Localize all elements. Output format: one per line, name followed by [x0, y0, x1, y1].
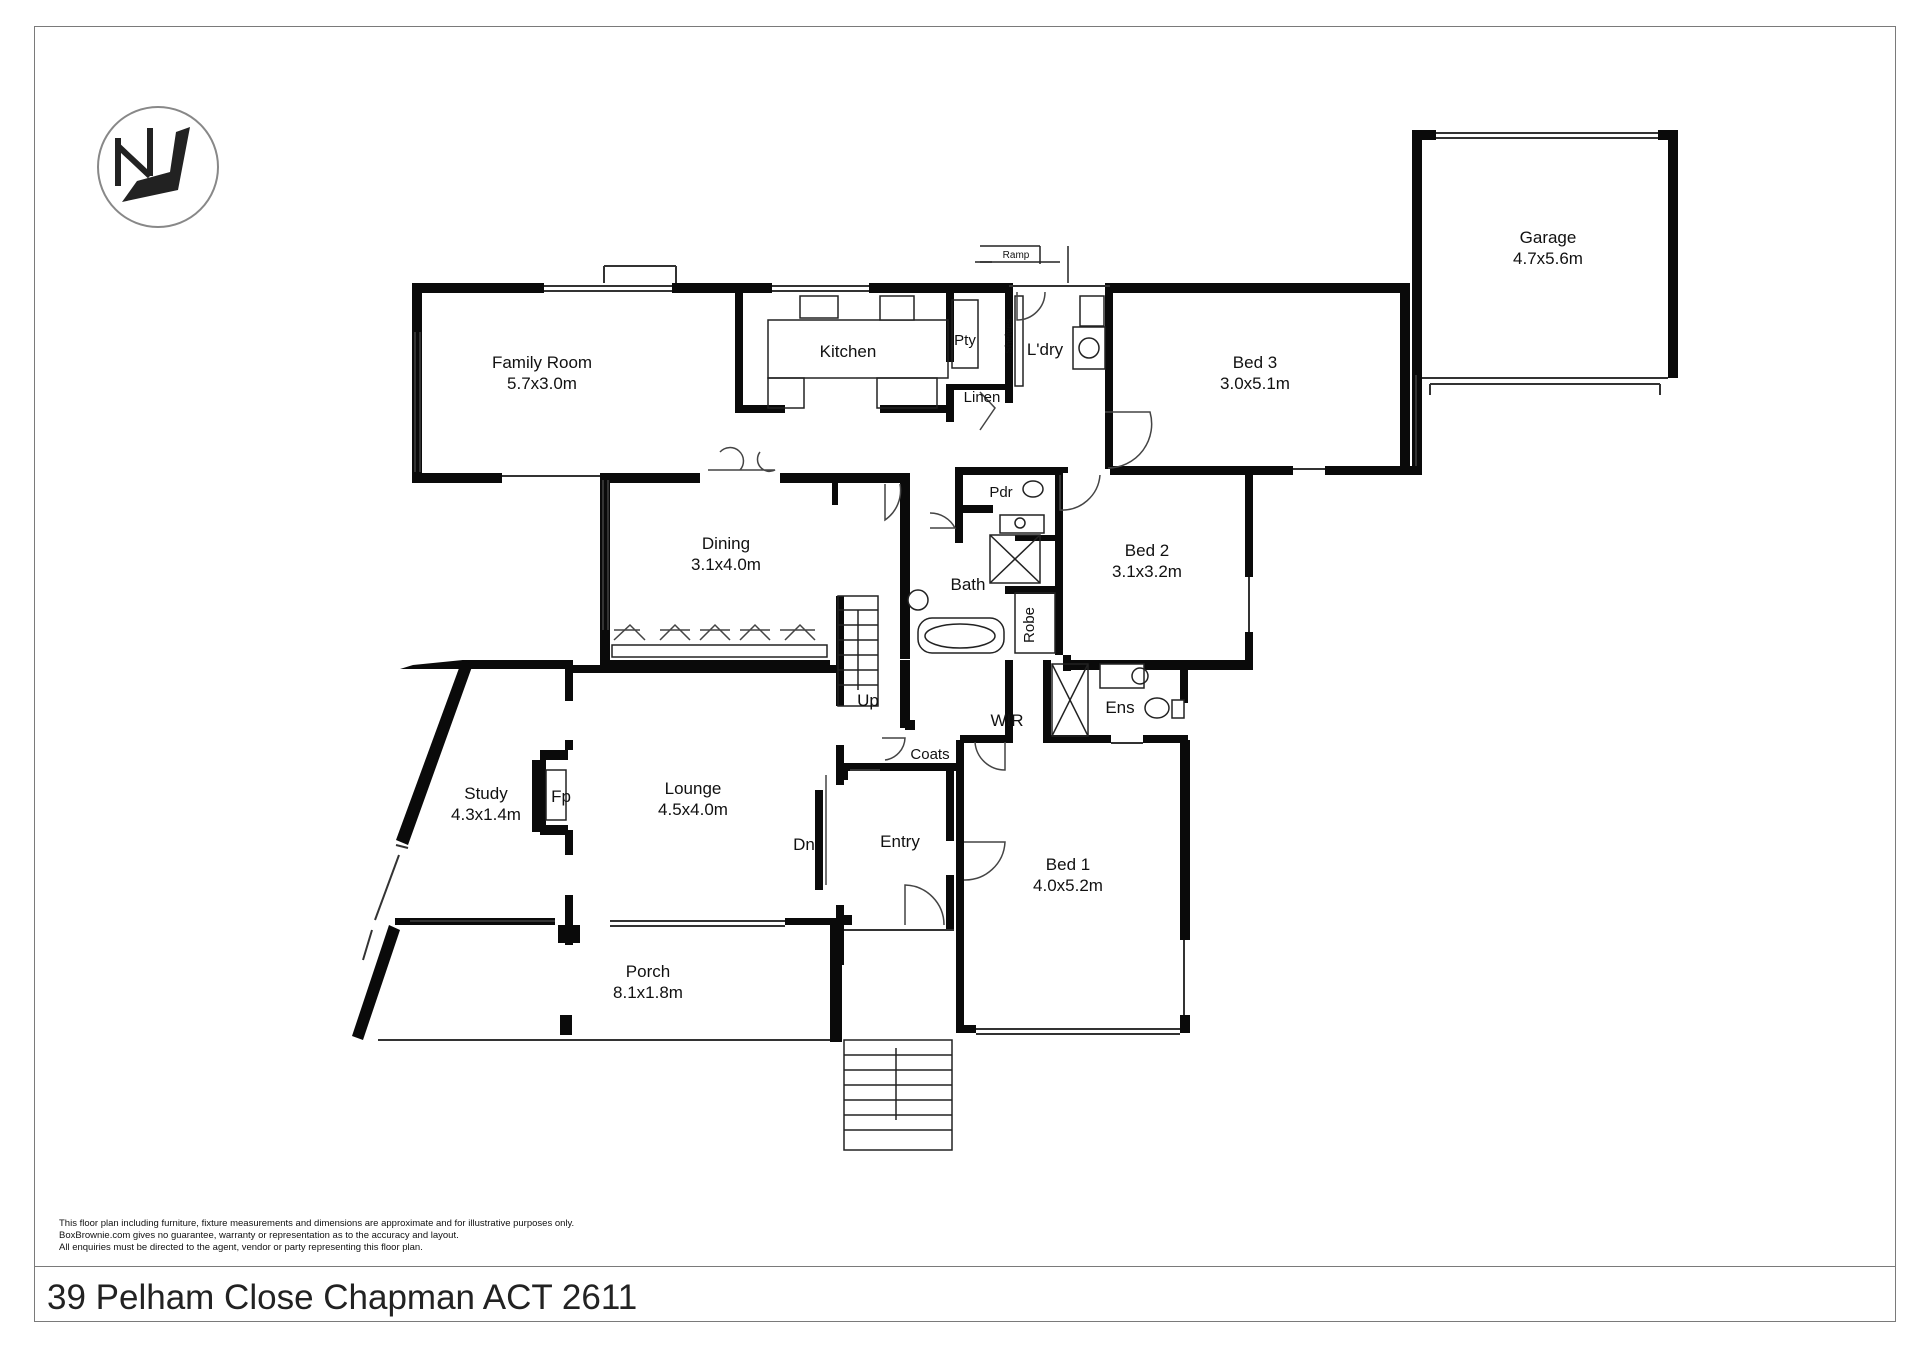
robe-name: Robe	[1021, 607, 1038, 643]
page-title: 39 Pelham Close Chapman ACT 2611	[47, 1278, 638, 1317]
bed3-name: Bed 3	[1233, 353, 1277, 372]
family-room-size: 5.7x3.0m	[507, 374, 577, 393]
north-arrow-icon	[97, 106, 219, 228]
bed1-size: 4.0x5.2m	[1033, 876, 1103, 895]
bath-name: Bath	[951, 575, 986, 594]
page-frame	[34, 26, 1896, 1322]
linen-name: Linen	[964, 389, 1001, 406]
title-bar	[34, 1266, 1896, 1322]
lounge-name: Lounge	[665, 779, 722, 798]
walls	[352, 130, 1678, 1042]
bed2-size: 3.1x3.2m	[1112, 562, 1182, 581]
windows	[362, 132, 1668, 1041]
disclaimer: This floor plan including furniture, fix…	[59, 1218, 574, 1254]
kitchen-name: Kitchen	[820, 342, 877, 361]
porch-name: Porch	[626, 962, 670, 981]
ensuite-name: Ens	[1105, 698, 1134, 717]
powder-name: Pdr	[989, 484, 1012, 501]
laundry-name: L'dry	[1027, 340, 1064, 359]
bed1-name: Bed 1	[1046, 855, 1090, 874]
bed3-size: 3.0x5.1m	[1220, 374, 1290, 393]
disclaimer-line: This floor plan including furniture, fix…	[59, 1218, 575, 1229]
garage-size: 4.7x5.6m	[1513, 249, 1583, 268]
doors	[613, 291, 1153, 926]
porch-size: 8.1x1.8m	[613, 983, 683, 1002]
study-size: 4.3x1.4m	[451, 805, 521, 824]
dining-name: Dining	[702, 534, 750, 553]
coats-name: Coats	[910, 746, 949, 763]
stairs	[837, 245, 1069, 1151]
shelves-name: Shelves	[1004, 318, 1015, 354]
lounge-size: 4.5x4.0m	[658, 800, 728, 819]
up-label: Up	[857, 691, 879, 710]
disclaimer-line: BoxBrownie.com gives no guarantee, warra…	[59, 1230, 459, 1241]
family-room-name: Family Room	[492, 353, 592, 372]
wir-name: WIR	[990, 711, 1023, 730]
fireplace-name: Fp	[551, 787, 571, 806]
dining-size: 3.1x4.0m	[691, 555, 761, 574]
pantry-name: Pty	[954, 332, 976, 349]
down-label: Dn	[793, 835, 815, 854]
ramp-name: Ramp	[1003, 250, 1030, 261]
garage-name: Garage	[1520, 228, 1577, 247]
bed2-name: Bed 2	[1125, 541, 1169, 560]
entry-name: Entry	[880, 832, 920, 851]
fixtures	[545, 295, 1185, 821]
disclaimer-line: All enquiries must be directed to the ag…	[59, 1242, 423, 1253]
room-labels: Family Room 5.7x3.0m Kitchen Pty Linen S…	[451, 228, 1583, 1002]
study-name: Study	[464, 784, 508, 803]
